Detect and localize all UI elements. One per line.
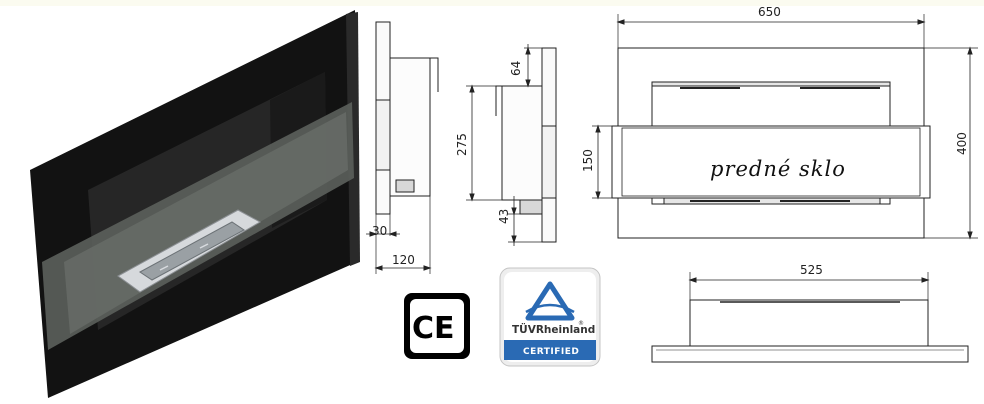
dim-275: 275 bbox=[455, 133, 469, 156]
tuv-triangle-icon bbox=[525, 281, 575, 321]
side-view-detailed bbox=[466, 44, 557, 246]
arrow bbox=[688, 277, 697, 283]
arrow bbox=[595, 124, 601, 133]
burner-mark bbox=[199, 243, 209, 249]
dim-30: 30 bbox=[372, 224, 387, 238]
tuv-badge: TÜVRheinland ® CERTIFIED bbox=[499, 267, 601, 367]
arrow bbox=[616, 19, 625, 25]
arrow bbox=[511, 207, 517, 216]
arrow bbox=[525, 79, 531, 88]
dim-64: 64 bbox=[509, 61, 523, 76]
arrow bbox=[374, 265, 383, 271]
arrow bbox=[423, 265, 432, 271]
frame-side bbox=[346, 12, 360, 266]
tuv-certified-text: CERTIFIED bbox=[523, 347, 579, 357]
arrow bbox=[469, 193, 475, 202]
arrow bbox=[369, 231, 378, 237]
arrow bbox=[388, 231, 397, 237]
side-glass bbox=[375, 99, 391, 171]
side2-glass bbox=[541, 125, 557, 199]
side2-foot bbox=[519, 199, 543, 215]
burner-mark bbox=[159, 265, 169, 271]
front-glass bbox=[611, 125, 931, 199]
dim-120: 120 bbox=[392, 253, 415, 267]
top-insert bbox=[689, 299, 929, 347]
front-glass-inner bbox=[621, 127, 921, 197]
tuv-certified-band bbox=[504, 340, 596, 360]
side2-insert bbox=[501, 85, 543, 201]
glass-label: predné sklo bbox=[710, 157, 846, 181]
dim-43: 43 bbox=[497, 209, 511, 224]
burner-slot bbox=[139, 221, 245, 281]
front-burner-base bbox=[663, 197, 881, 205]
arrow bbox=[511, 235, 517, 244]
side-foot bbox=[395, 179, 415, 193]
side-insert bbox=[389, 57, 431, 197]
side-hook bbox=[430, 57, 439, 92]
front-view bbox=[592, 14, 978, 240]
arrow bbox=[469, 84, 475, 93]
tuv-swoosh-icon bbox=[525, 303, 575, 314]
ce-badge-inner bbox=[410, 299, 464, 353]
ce-mark: CE bbox=[412, 311, 455, 346]
ce-badge: CE bbox=[404, 293, 470, 359]
dim-400: 400 bbox=[955, 132, 969, 155]
tuv-brand-text: TÜVRheinland bbox=[512, 322, 595, 336]
arrow bbox=[921, 277, 930, 283]
dim-650: 650 bbox=[758, 5, 781, 19]
side-view-small bbox=[366, 21, 439, 274]
top-view bbox=[651, 272, 969, 363]
fireplace-3d-render bbox=[30, 10, 360, 398]
arrow bbox=[595, 191, 601, 200]
dim-150: 150 bbox=[581, 149, 595, 172]
front-insert-top bbox=[651, 81, 891, 87]
arrow bbox=[967, 231, 973, 240]
tuv-registered-mark: ® bbox=[578, 320, 584, 327]
arrow bbox=[525, 46, 531, 55]
arrow bbox=[917, 19, 926, 25]
dim-525: 525 bbox=[800, 263, 823, 277]
top-frame bbox=[651, 345, 969, 363]
side2-hook bbox=[495, 85, 502, 116]
top-strip bbox=[0, 0, 984, 6]
arrow bbox=[967, 46, 973, 55]
